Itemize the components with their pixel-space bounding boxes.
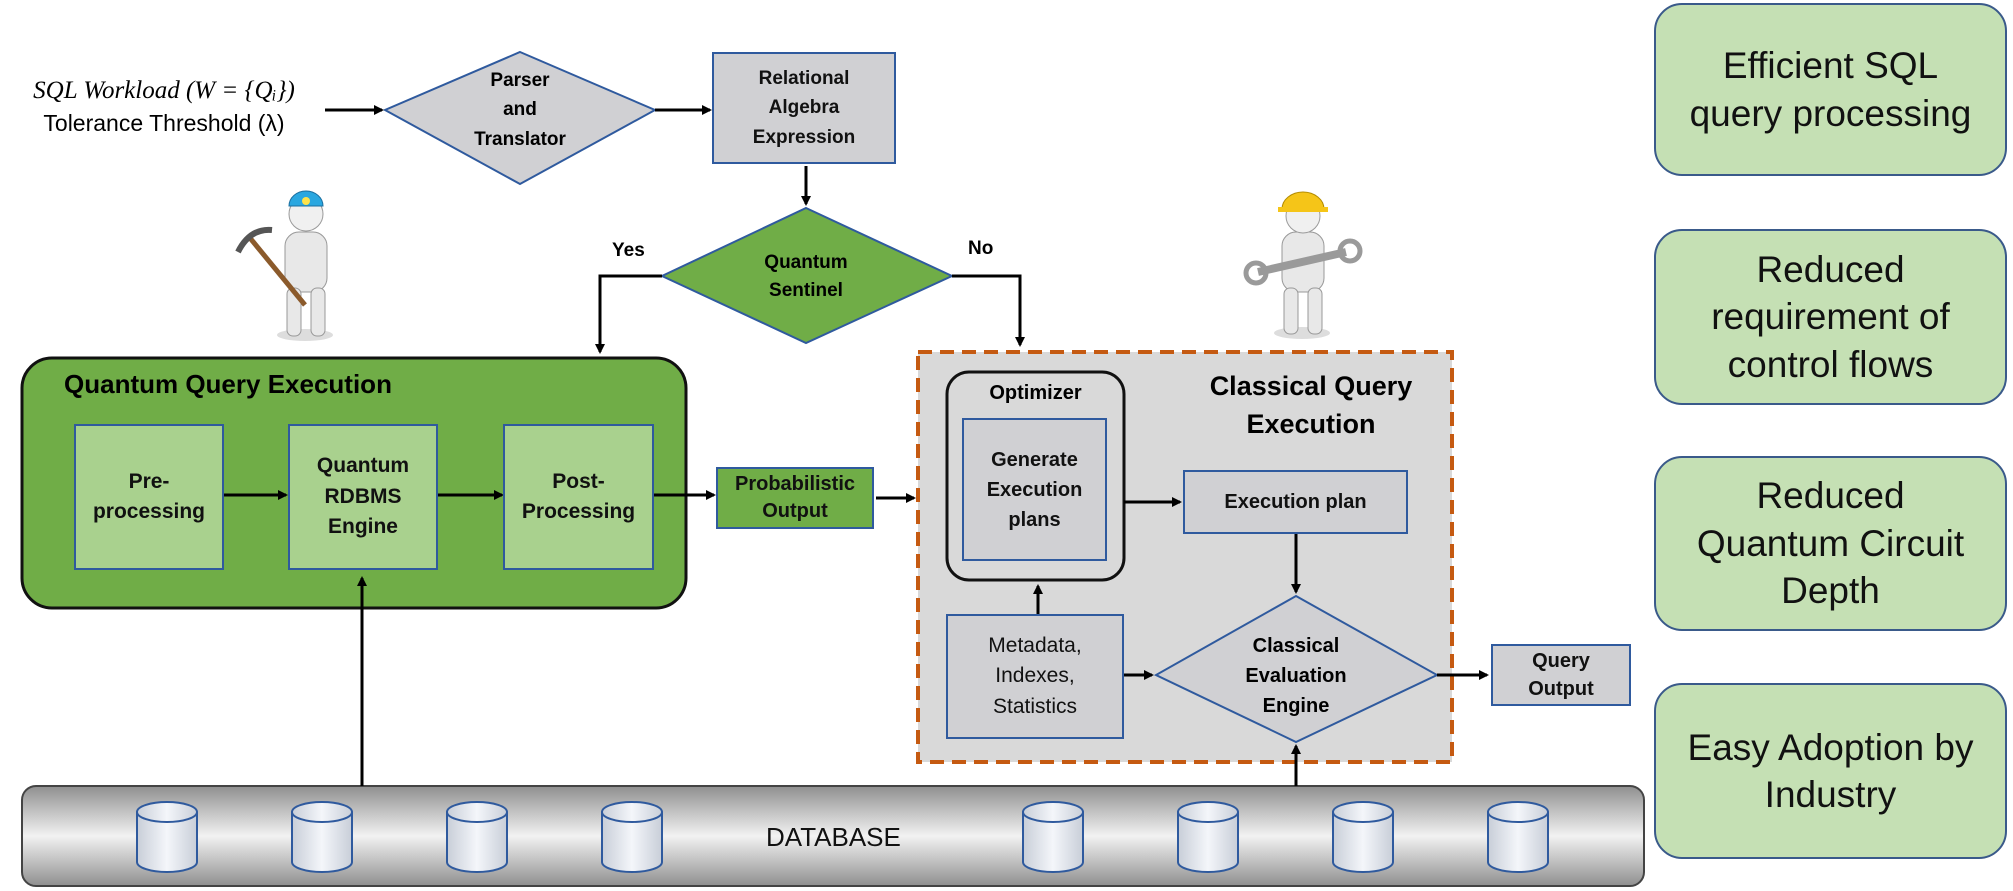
quantum-rdbms-engine-box: Quantum RDBMS Engine — [288, 424, 438, 570]
parser-diamond — [382, 50, 658, 186]
quantum-sentinel-diamond — [659, 206, 955, 345]
tolerance-label: Tolerance Threshold (λ) — [43, 109, 285, 136]
probabilistic-output-box: Probabilistic Output — [716, 467, 874, 529]
database-cylinder-icon — [136, 801, 1549, 873]
database-label: DATABASE — [766, 822, 901, 852]
workload-label: SQL Workload — [33, 77, 180, 104]
execution-plan-box: Execution plan — [1183, 470, 1408, 534]
yes-label: Yes — [612, 240, 645, 261]
relational-algebra-box: Relational Algebra Expression — [712, 52, 896, 164]
mechanic-figure-icon — [1243, 191, 1363, 339]
query-output-box: Query Output — [1491, 644, 1631, 706]
miner-figure-icon — [235, 190, 333, 341]
evaluation-engine-label: Classical Evaluation Engine — [1245, 635, 1347, 717]
no-label: No — [968, 238, 994, 259]
workload-math: (W = {Qᵢ}) — [185, 77, 295, 104]
generate-plans-box: Generate Execution plans — [962, 418, 1107, 561]
classical-execution-title: Classical Query Execution — [1209, 371, 1413, 439]
benefit-card: Reduced requirement of control flows — [1654, 229, 2007, 405]
evaluation-engine-diamond — [1153, 594, 1440, 744]
preprocessing-box: Pre- processing — [74, 424, 224, 570]
quantum-execution-title: Quantum Query Execution — [64, 369, 392, 399]
benefit-card: Efficient SQL query processing — [1654, 3, 2007, 176]
input-labels: SQL Workload (W = {Qᵢ}) Tolerance Thresh… — [4, 74, 324, 139]
parser-label: Parser and Translator — [474, 69, 566, 150]
metadata-box: Metadata, Indexes, Statistics — [946, 614, 1124, 739]
postprocessing-box: Post- Processing — [503, 424, 654, 570]
quantum-sentinel-label: Quantum Sentinel — [764, 251, 848, 302]
benefit-card: Reduced Quantum Circuit Depth — [1654, 456, 2007, 631]
benefit-card: Easy Adoption by Industry — [1654, 683, 2007, 859]
optimizer-label: Optimizer — [989, 382, 1082, 404]
